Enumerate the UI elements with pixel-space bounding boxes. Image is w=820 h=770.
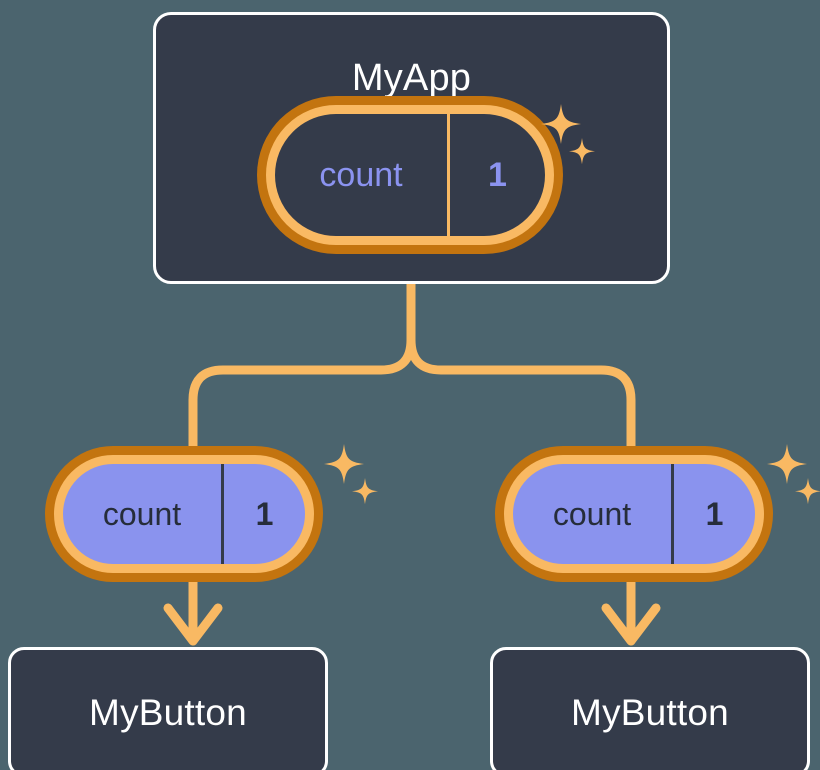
state-value-label: 1 [447, 114, 545, 236]
branch-connector-left [188, 279, 416, 460]
state-value-label: 1 [221, 464, 305, 564]
state-value-label: 1 [671, 464, 755, 564]
arrow-down-icon-right [601, 603, 661, 646]
state-pill-child-right[interactable]: count 1 [504, 455, 764, 573]
component-node-mybutton-left[interactable]: MyButton [8, 647, 328, 770]
page-title: MyApp [351, 57, 472, 99]
state-pill-child-left-wrapper: count 1 [54, 455, 314, 573]
branch-connector-right [406, 279, 636, 460]
state-key-label: count [552, 496, 632, 532]
component-label: MyButton [89, 691, 247, 733]
arrow-down-icon-left [163, 603, 223, 646]
component-node-mybutton-right[interactable]: MyButton [490, 647, 810, 770]
component-label: MyButton [571, 691, 729, 733]
state-pill-root-wrapper: count 1 [266, 105, 554, 245]
state-pill-child-right-wrapper: count 1 [504, 455, 764, 573]
state-pill-root[interactable]: count 1 [266, 105, 554, 245]
state-key-label: count [102, 496, 182, 532]
state-pill-child-left[interactable]: count 1 [54, 455, 314, 573]
state-key-label: count [319, 156, 403, 194]
